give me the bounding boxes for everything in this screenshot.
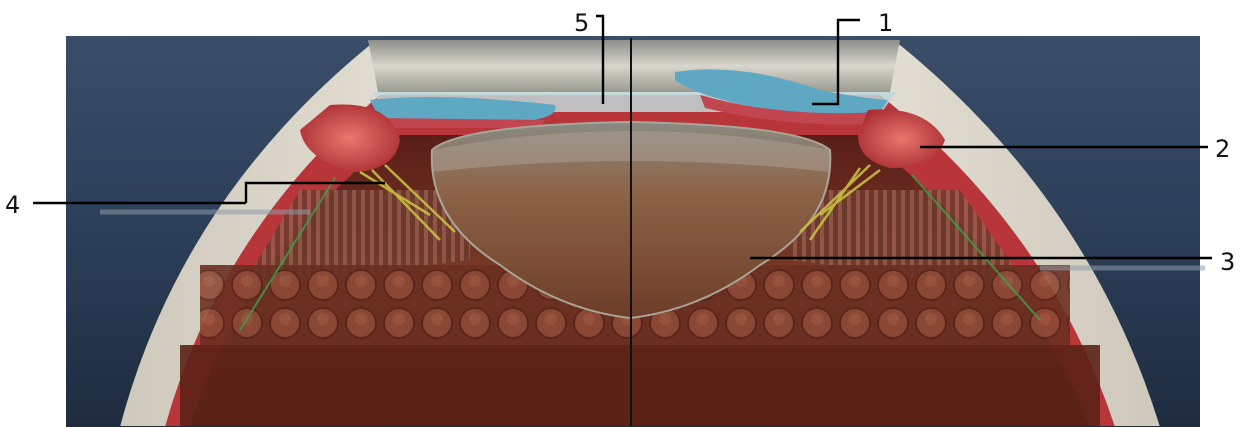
callout-5-number: 5 [574,9,589,37]
callout-2-number: 2 [1215,135,1230,163]
cornea [368,40,900,92]
callout-4-number: 4 [5,191,20,219]
callout-3-number: 3 [1220,248,1235,276]
callout-1-number: 1 [878,9,893,37]
retina-lower [180,345,1100,427]
